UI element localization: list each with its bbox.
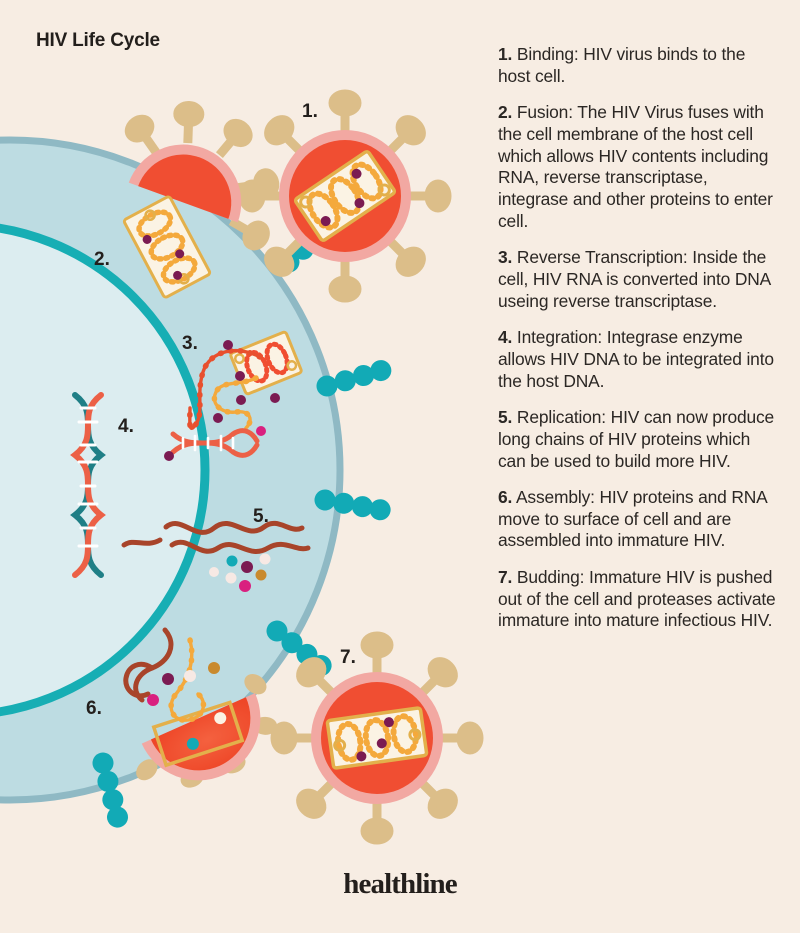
virus-particle-step7 bbox=[270, 631, 484, 845]
viral-protein-dots bbox=[209, 553, 271, 592]
virus-particle-step1 bbox=[238, 89, 452, 303]
virus-spikes bbox=[124, 101, 280, 251]
enzyme-dots bbox=[213, 340, 280, 423]
step-number: 5. bbox=[498, 407, 513, 428]
hiv-protein-chain bbox=[123, 627, 174, 703]
step-item: 5. Replication: HIV can now produce long… bbox=[498, 407, 778, 472]
step-text: Replication: HIV can now produce long ch… bbox=[498, 407, 775, 471]
brand-logo: healthline bbox=[0, 868, 800, 901]
virus-capsid bbox=[151, 700, 245, 768]
step-text: Fusion: The HIV Virus fuses with the cel… bbox=[498, 102, 773, 231]
host-dna-helix bbox=[70, 392, 106, 578]
step-item: 1. Binding: HIV virus binds to the host … bbox=[498, 44, 778, 87]
integration-group bbox=[70, 392, 266, 578]
step-text: Reverse Transcription: Inside the cell, … bbox=[498, 247, 771, 311]
fig-label-5: 5. bbox=[253, 506, 269, 527]
cd4-receptor bbox=[92, 752, 128, 828]
healthline-wordmark: healthline bbox=[343, 868, 457, 900]
step-text: Integration: Integrase enzyme allows HIV… bbox=[498, 327, 774, 391]
fig-label-4: 4. bbox=[118, 416, 134, 437]
hiv-protein-chain bbox=[121, 520, 311, 554]
virus-particle-step6-budding bbox=[136, 674, 278, 788]
hiv-dna-helix bbox=[164, 426, 266, 461]
virus-body bbox=[138, 154, 232, 219]
step-number: 4. bbox=[498, 327, 513, 348]
step-item: 3. Reverse Transcription: Inside the cel… bbox=[498, 247, 778, 312]
step-item: 6. Assembly: HIV proteins and RNA move t… bbox=[498, 487, 778, 552]
step-number: 7. bbox=[498, 567, 513, 588]
fig-label-3: 3. bbox=[182, 333, 198, 354]
virus-spikes bbox=[238, 89, 452, 303]
step-number: 2. bbox=[498, 102, 513, 123]
step-number: 1. bbox=[498, 44, 513, 64]
step-text: Binding: HIV virus binds to the host cel… bbox=[498, 44, 746, 86]
assembly-group bbox=[123, 627, 220, 723]
page-title: HIV Life Cycle bbox=[36, 30, 160, 51]
replication-group bbox=[121, 520, 311, 592]
reverse-transcription-group bbox=[187, 330, 303, 431]
step-text: Assembly: HIV proteins and RNA move to s… bbox=[498, 487, 767, 551]
step-number: 6. bbox=[498, 487, 513, 508]
cd4-receptor bbox=[314, 489, 391, 521]
host-cell bbox=[0, 136, 344, 804]
cd4-receptor bbox=[316, 360, 392, 397]
fig-label-7: 7. bbox=[340, 647, 356, 668]
step-item: 2. Fusion: The HIV Virus fuses with the … bbox=[498, 102, 778, 232]
step-item: 4. Integration: Integrase enzyme allows … bbox=[498, 327, 778, 392]
virus-spikes bbox=[270, 631, 484, 845]
viral-protein-dots bbox=[147, 662, 220, 706]
fig-label-6: 6. bbox=[86, 698, 102, 719]
virus-particle-step2-fusing bbox=[124, 101, 280, 251]
capsid-entering-cell bbox=[122, 195, 212, 299]
steps-list: 1. Binding: HIV virus binds to the host … bbox=[498, 44, 778, 632]
virus-capsid bbox=[325, 706, 429, 770]
step-item: 7. Budding: Immature HIV is pushed out o… bbox=[498, 567, 778, 632]
capsid-uncoating bbox=[229, 330, 303, 396]
fig-label-2: 2. bbox=[94, 249, 110, 270]
step-text: Budding: Immature HIV is pushed out of t… bbox=[498, 567, 776, 631]
step-number: 3. bbox=[498, 247, 513, 268]
fig-label-1: 1. bbox=[302, 101, 318, 122]
virus-capsid bbox=[293, 150, 397, 242]
cell-nucleus bbox=[0, 223, 210, 717]
